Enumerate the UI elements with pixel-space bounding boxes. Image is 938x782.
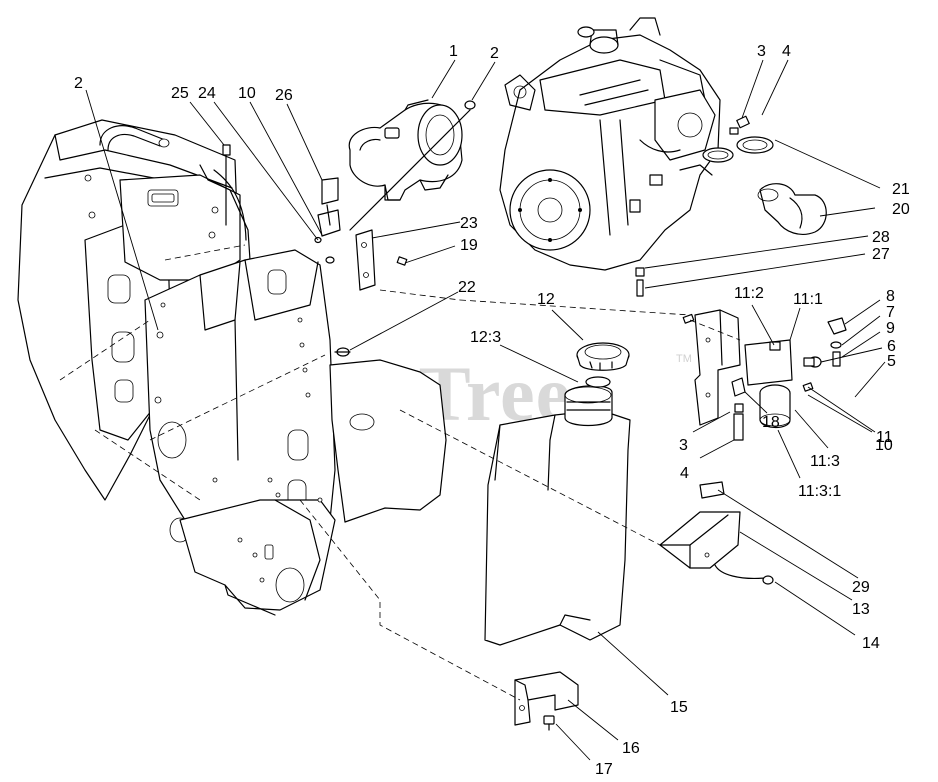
callout-28: 28 bbox=[872, 229, 890, 246]
callout-4-lower: 4 bbox=[680, 465, 689, 482]
callout-14: 14 bbox=[862, 635, 880, 652]
callout-3-top: 3 bbox=[757, 43, 766, 60]
callout-27: 27 bbox=[872, 246, 890, 263]
callout-16: 16 bbox=[622, 740, 640, 757]
callout-15: 15 bbox=[670, 699, 688, 716]
callout-11-1: 11:1 bbox=[793, 291, 823, 308]
callout-4-top: 4 bbox=[782, 43, 791, 60]
callout-2-left: 2 bbox=[74, 75, 83, 92]
callout-8: 8 bbox=[886, 288, 895, 305]
engine bbox=[499, 17, 721, 271]
callout-labels: 1 2 2 3 4 25 24 10 26 21 20 23 19 28 27 … bbox=[74, 43, 910, 778]
callout-24: 24 bbox=[198, 85, 216, 102]
leader-lines bbox=[85, 59, 886, 761]
callout-9: 9 bbox=[886, 320, 895, 337]
callout-26: 26 bbox=[275, 87, 293, 104]
bracket-group-top bbox=[222, 100, 476, 291]
callout-3-lower: 3 bbox=[679, 437, 688, 454]
callout-5: 5 bbox=[887, 353, 896, 370]
air-cleaner bbox=[348, 99, 463, 201]
machine-frame bbox=[17, 119, 447, 616]
callout-2-top: 2 bbox=[490, 45, 499, 62]
callout-10-lower: 10 bbox=[875, 437, 893, 454]
intake-hose bbox=[702, 115, 827, 235]
callout-20: 20 bbox=[892, 201, 910, 218]
lower-bracket bbox=[514, 671, 579, 731]
callout-17: 17 bbox=[595, 761, 613, 778]
callout-11-3: 11:3 bbox=[810, 453, 840, 470]
fuel-cap bbox=[576, 342, 630, 388]
callout-23: 23 bbox=[460, 215, 478, 232]
callout-12: 12 bbox=[537, 291, 555, 308]
callout-11-2: 11:2 bbox=[734, 285, 764, 302]
callout-6: 6 bbox=[887, 338, 896, 355]
fuel-filter-bracket bbox=[682, 309, 847, 441]
callout-11: 11 bbox=[876, 429, 893, 446]
callout-25: 25 bbox=[171, 85, 189, 102]
callout-10-top: 10 bbox=[238, 85, 256, 102]
callout-13: 13 bbox=[852, 601, 870, 618]
callout-21: 21 bbox=[892, 181, 910, 198]
callout-19: 19 bbox=[460, 237, 478, 254]
watermark-trademark: TM bbox=[676, 353, 692, 365]
fuel-tank bbox=[484, 385, 631, 646]
callout-11-3-1: 11:3:1 bbox=[798, 483, 841, 500]
callout-18: 18 bbox=[762, 414, 780, 431]
callout-29: 29 bbox=[852, 579, 870, 596]
callout-12-3: 12:3 bbox=[470, 329, 501, 346]
callout-1: 1 bbox=[449, 43, 458, 60]
callout-7: 7 bbox=[886, 304, 895, 321]
hardware bbox=[299, 267, 691, 701]
callout-22: 22 bbox=[458, 279, 476, 296]
tank-support-bracket bbox=[659, 481, 774, 585]
